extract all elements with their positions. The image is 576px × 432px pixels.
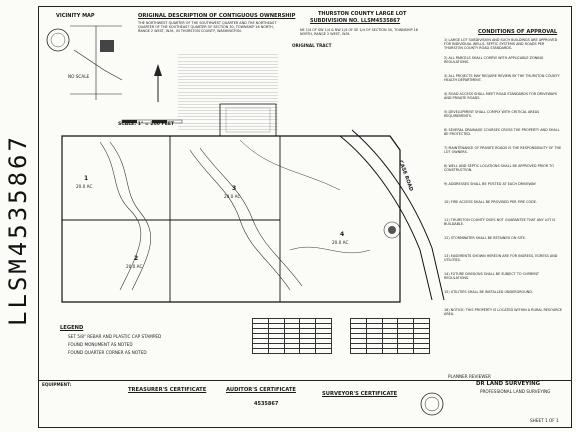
legend-item-2: FOUND MONUMENT AS NOTED [68, 342, 133, 347]
condition-item: 9) ADDRESSES SHALL BE POSTED AT EACH DRI… [444, 182, 537, 186]
title-location: NE 1/4 OF SW 1/4 & NW 1/4 OF SE 1/4 OF S… [300, 28, 418, 37]
condition-item: 12) STORMWATER SHALL BE RETAINED ON SITE… [444, 236, 526, 240]
curve-table-left [252, 318, 332, 354]
condition-item: 2) ALL PARCELS SHALL COMPLY WITH APPLICA… [444, 56, 544, 65]
condition-item: 13) EASEMENTS SHOWN HEREON ARE FOR INGRE… [444, 254, 558, 263]
survey-map [61, 64, 445, 303]
footer-block [38, 380, 572, 428]
vicinity-map-drawing [46, 25, 123, 100]
curve-table-right [350, 318, 430, 354]
original-description-text: THE NORTHWEST QUARTER OF THE SOUTHWEST Q… [138, 21, 277, 34]
lot-2-area: 20.0 AC [126, 264, 143, 269]
lot-4-area: 20.0 AC [332, 240, 349, 245]
legend-title: LEGEND [60, 325, 84, 331]
title-county: THURSTON COUNTY LARGE LOT [318, 11, 407, 17]
side-id-text: LLSM4535867 [4, 134, 32, 326]
side-id-stamp: LLSM4535867 [2, 120, 32, 330]
vicinity-map-title: VICINITY MAP [56, 13, 95, 19]
condition-item: 11) THURSTON COUNTY DOES NOT GUARANTEE T… [444, 218, 556, 227]
firm-sub: PROFESSIONAL LAND SURVEYING [480, 389, 551, 394]
firm-name: DR LAND SURVEYING [476, 381, 541, 387]
lot-1-number: 1 [84, 175, 89, 182]
vicinity-no-scale-label: NO SCALE [68, 74, 90, 79]
condition-item: 16) NOTICE: THIS PROPERTY IS LOCATED WIT… [444, 308, 562, 317]
condition-item: 5) DEVELOPMENT SHALL COMPLY WITH CRITICA… [444, 110, 540, 119]
title-original-tract: ORIGINAL TRACT [292, 43, 332, 48]
footer-equipment: EQUIPMENT: [42, 382, 72, 387]
conditions-title: CONDITIONS OF APPROVAL [478, 29, 558, 35]
scale-label: SCALE: 1" = 200 FEET [118, 122, 175, 127]
condition-item: 7) MAINTENANCE OF PRIVATE ROADS IS THE R… [444, 146, 562, 155]
condition-item: 6) SEVERAL DRAINAGE COURSES CROSS THE PR… [444, 128, 560, 137]
original-description-title: ORIGINAL DESCRIPTION OF CONTIGUOUS OWNER… [138, 13, 296, 19]
auditor-number: 4535867 [254, 401, 279, 407]
lot-2-number: 2 [134, 255, 139, 262]
sheet-number: SHEET 1 OF 1 [530, 418, 559, 423]
condition-item: 14) FUTURE DIVISIONS SHALL BE SUBJECT TO… [444, 272, 539, 281]
condition-item: 1) LARGE LOT SUBDIVISION AND SUCH BUILDI… [444, 38, 558, 51]
title-subdivision: SUBDIVISION NO. LLSM4535867 [310, 18, 401, 24]
lot-1-area: 20.0 AC [76, 184, 93, 189]
conditions-list: 1) LARGE LOT SUBDIVISION AND SUCH BUILDI… [444, 38, 564, 338]
legend-item-1: SET 5/8" REBAR AND PLASTIC CAP STAMPED [68, 334, 162, 339]
auditor-certificate-title: AUDITOR'S CERTIFICATE [226, 387, 296, 393]
surveyor-certificate-title: SURVEYOR'S CERTIFICATE [322, 391, 398, 397]
condition-item: 4) ROAD ACCESS SHALL MEET ROAD STANDARDS… [444, 92, 558, 101]
lot-3-number: 3 [232, 185, 237, 192]
vicinity-map: VICINITY MAP NO SCALE [44, 14, 124, 104]
notes-block [178, 52, 278, 132]
lot-4-number: 4 [340, 231, 345, 238]
treasurer-certificate-title: TREASURER'S CERTIFICATE [128, 387, 207, 393]
condition-item: 3) ALL PROJECTS MAY REQUIRE REVIEW BY TH… [444, 74, 560, 83]
surveyor-seal [420, 392, 444, 416]
condition-item: 15) UTILITIES SHALL BE INSTALLED UNDERGR… [444, 290, 533, 294]
legend-item-3: FOUND QUARTER CORNER AS NOTED [68, 350, 147, 355]
lot-3-area: 20.0 AC [224, 194, 241, 199]
planner-reviewer: PLANNER REVIEWER [448, 374, 491, 379]
condition-item: 10) FIRE ACCESS SHALL BE PROVIDED PER FI… [444, 200, 537, 204]
condition-item: 8) WELL AND SEPTIC LOCATIONS SHALL BE AP… [444, 164, 554, 173]
